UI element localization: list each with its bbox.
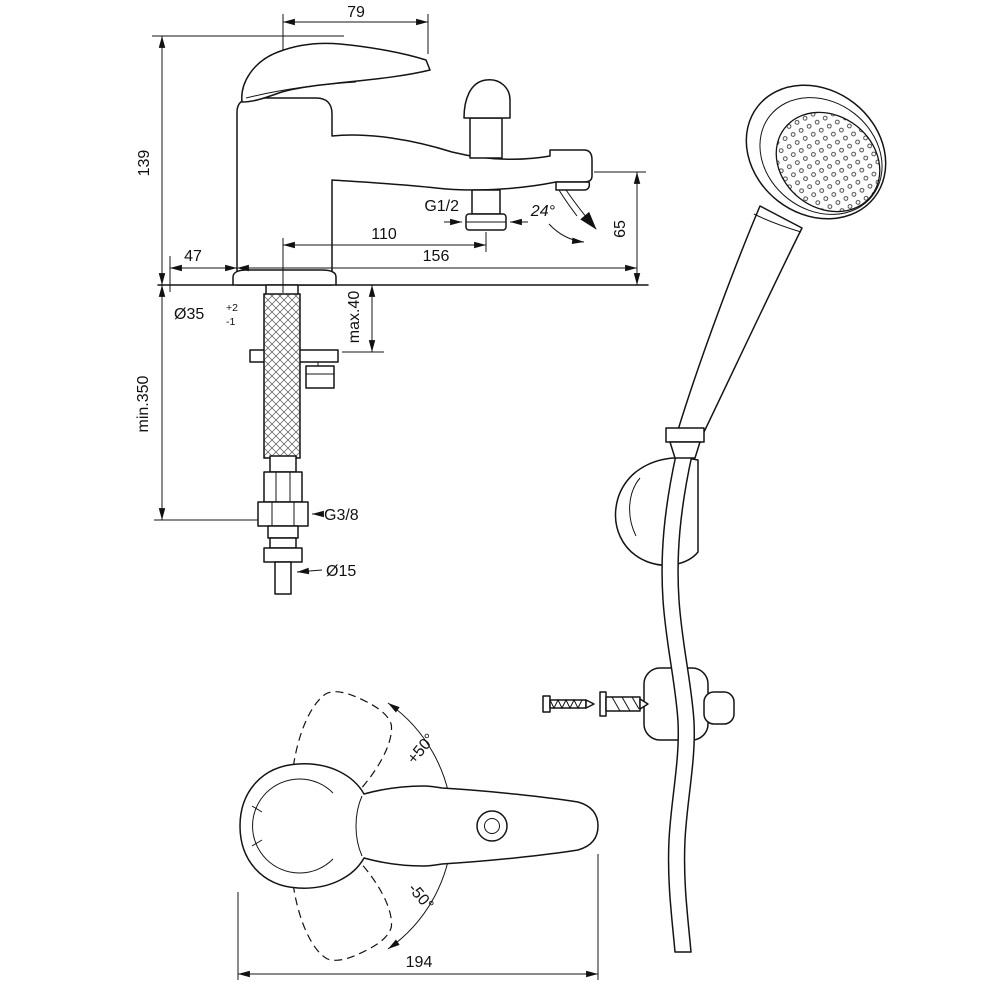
faucet-side-view: [157, 42, 649, 286]
lever-cap-joint-line: [245, 81, 357, 99]
swing-down-label: -50°: [404, 880, 436, 914]
mounting-nut: [305, 365, 335, 389]
dim-47-label: 47: [184, 248, 202, 265]
under-deck-parts: [249, 284, 339, 595]
dowel-flange: [599, 691, 607, 717]
hose-ferrule: [269, 455, 297, 473]
swing-up-label: +50°: [404, 731, 439, 768]
spout-outlet: [555, 181, 591, 191]
screw-threads: [549, 698, 583, 710]
braided-hose: [263, 293, 301, 459]
shower-hose: [661, 454, 696, 953]
compression-ring-1: [267, 525, 299, 539]
top-view-collar-line: [355, 795, 363, 857]
dowel-hatch: [611, 696, 640, 712]
lever-handle: [241, 42, 431, 103]
dim-156-label: 156: [423, 248, 450, 265]
hex-nut-upper: [263, 471, 303, 503]
dimensions: 79 139 47 156 110 65 G1/2 24° Ø35 +2 -1 …: [135, 4, 646, 980]
compression-ring-2: [269, 537, 297, 549]
diverter-knob: [463, 79, 511, 119]
hose-cone: [669, 441, 701, 459]
dim-min350-label: min.350: [135, 375, 152, 432]
screw-head: [542, 695, 551, 713]
hole-diameter-label: Ø35: [174, 306, 204, 323]
g38-nut: [257, 501, 309, 527]
pipe-diameter-leader: [296, 567, 323, 575]
slider-bracket-knob: [703, 691, 735, 725]
water-stream-arrow: [565, 189, 597, 230]
thread-g38-label: G3/8: [324, 507, 359, 524]
top-view-tick-upper: [251, 805, 263, 813]
dim-max40-label: max.40: [346, 291, 363, 344]
dowel-tip: [639, 698, 649, 710]
pipe-diameter-label: Ø15: [326, 563, 356, 580]
dim-194-label: 194: [406, 954, 433, 971]
hand-shower-set: [542, 84, 887, 953]
supply-pipe: [274, 561, 292, 595]
top-view-cartridge-arc: [252, 778, 334, 874]
diverter-button-outer: [476, 810, 508, 842]
shower-handle-neck-line: [753, 213, 802, 233]
handle-swing-up-outline: [292, 691, 393, 797]
thread-g12-label: G1/2: [424, 198, 459, 215]
hose-nut: [665, 427, 705, 443]
water-stream-inner: [558, 189, 578, 217]
stream-angle-arc: [548, 223, 585, 245]
dim-139-label: 139: [136, 150, 153, 177]
stream-angle-label: 24°: [530, 203, 556, 220]
shower-head-spray-face: [775, 111, 881, 213]
top-view-tick-lower: [251, 839, 263, 847]
diverter-boss: [469, 117, 503, 159]
hole-tol-lower-label: -1: [226, 316, 235, 328]
shower-outlet-stem: [471, 189, 501, 215]
dim-110-label: 110: [371, 226, 397, 243]
hole-tol-upper-label: +2: [226, 302, 238, 314]
diverter-button-inner: [484, 818, 500, 834]
screw-tip: [585, 699, 595, 709]
shower-handle: [677, 205, 803, 433]
g38-nut-facets: [271, 502, 295, 526]
top-view-outline: [239, 763, 599, 889]
shower-head-rim: [759, 97, 883, 215]
wall-bracket-upper-detail: [629, 477, 641, 537]
base-plinth: [232, 269, 337, 286]
dim-65-label: 65: [612, 220, 629, 238]
hex-nut-upper-facets: [275, 472, 291, 502]
dim-79-label: 79: [347, 4, 365, 21]
handle-swing-down-outline: [292, 855, 393, 961]
faucet-body-spout: [236, 97, 593, 286]
faucet-top-view: [239, 691, 599, 961]
dim-194-extensions: [237, 854, 599, 980]
compression-nut: [263, 547, 303, 563]
